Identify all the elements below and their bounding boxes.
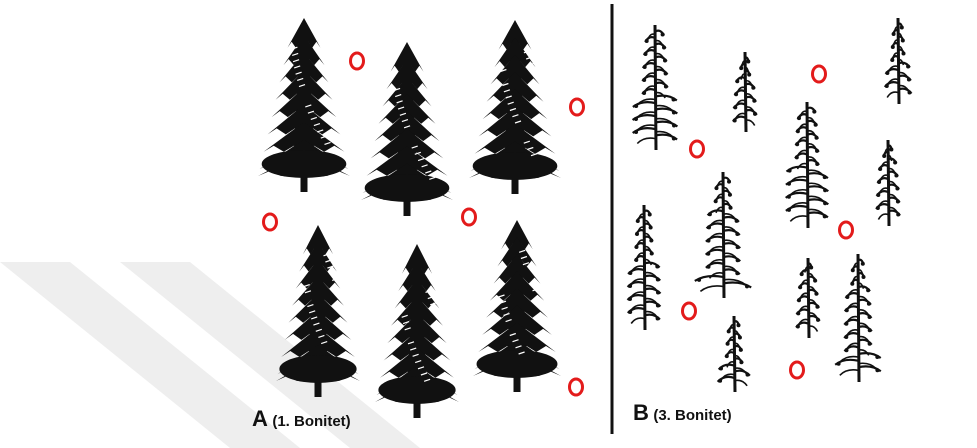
sample-point-ring-icon [789, 360, 805, 380]
sample-point-ring-icon [569, 97, 585, 117]
panel-a-caption: A (1. Bonitet) [252, 408, 351, 430]
panel-a-trees [258, 18, 561, 418]
panel-a-letter: A [252, 406, 268, 431]
sample-point-ring-icon [838, 220, 854, 240]
dense-spruce-tree-icon [469, 20, 561, 194]
sparse-spruce-tree-icon [716, 315, 751, 393]
watermark-stripe-2 [120, 262, 420, 448]
sample-point-ring-icon [568, 377, 584, 397]
panel-a-markers [262, 51, 585, 397]
watermark [0, 262, 420, 448]
sparse-spruce-tree-icon [834, 253, 882, 383]
dense-spruce-tree-icon [473, 220, 561, 392]
sample-point-ring-icon [349, 51, 365, 71]
panel-b-letter: B [633, 400, 649, 425]
panel-b-caption: B (3. Bonitet) [633, 402, 732, 424]
sparse-spruce-tree-icon [731, 51, 758, 133]
panel-b-markers [681, 64, 854, 380]
sample-point-ring-icon [811, 64, 827, 84]
sample-point-ring-icon [689, 139, 705, 159]
sparse-spruce-tree-icon [883, 17, 913, 105]
panel-a-label: (1. Bonitet) [272, 413, 351, 430]
watermark-stripe-1 [0, 262, 300, 448]
sparse-spruce-tree-icon [795, 257, 821, 339]
sample-point-ring-icon [461, 207, 477, 227]
sparse-spruce-tree-icon [694, 171, 752, 299]
sparse-spruce-tree-icon [785, 101, 829, 229]
sample-point-ring-icon [262, 212, 278, 232]
sparse-spruce-tree-icon [875, 139, 901, 227]
panel-b-trees [626, 17, 913, 393]
dense-spruce-tree-icon [375, 244, 459, 418]
dense-spruce-tree-icon [361, 42, 453, 216]
sparse-spruce-tree-icon [631, 24, 679, 151]
sparse-spruce-tree-icon [626, 204, 662, 331]
panel-b-label: (3. Bonitet) [653, 407, 732, 424]
dense-spruce-tree-icon [258, 18, 350, 192]
sample-point-ring-icon [681, 301, 697, 321]
dense-spruce-tree-icon [276, 225, 360, 397]
